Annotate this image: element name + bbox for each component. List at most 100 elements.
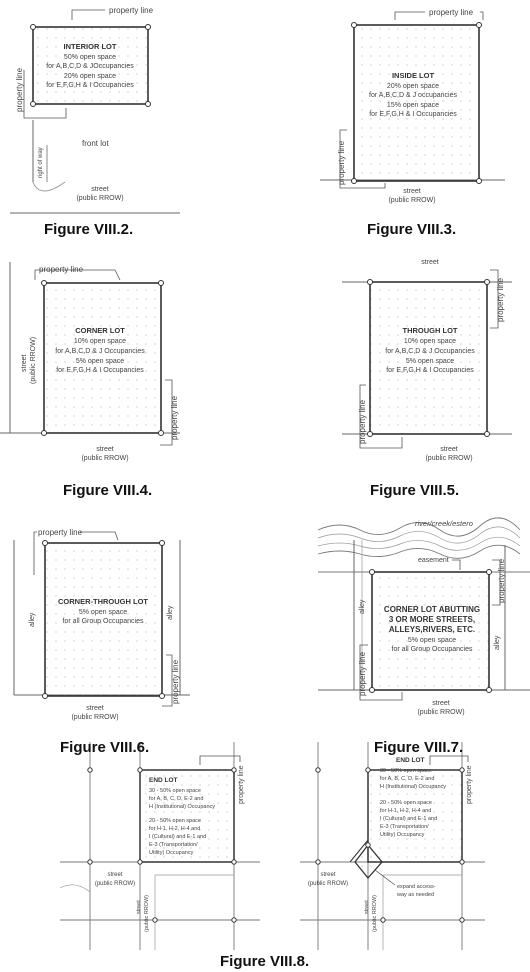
rrow-side-label: (public RROW) [144, 895, 150, 932]
lot-title: INSIDE LOT [392, 71, 435, 80]
figure-viii-5: street property line property line THROU… [342, 259, 512, 462]
rrow-label: (public RROW) [76, 195, 123, 202]
lot-line-4: for E,F,G,H & I Occupancies [56, 367, 144, 374]
lot-line-1: 10% open space [404, 338, 456, 345]
end-lot-title: END LOT [396, 757, 425, 764]
end-lot-a2: for A, B, C, D, E-2 and [380, 776, 434, 782]
rrow-label: (public RROW) [81, 455, 128, 462]
river-edge [317, 517, 521, 537]
rrow-label: (public RROW) [71, 714, 118, 721]
caption-figure-viii-5: Figure VIII.5. [370, 482, 460, 499]
expand-accessway-label-1: expand access- [397, 884, 436, 890]
end-lot-b2: for H-1, H-2, H-4 and [380, 808, 431, 814]
property-line-label-left: property line [358, 399, 367, 444]
end-lot-b5: Utility) Occupancy [149, 850, 194, 856]
alley-right-label: alley [167, 605, 174, 620]
lot-line-1: 5% open space [408, 637, 456, 644]
lot-line-3: 20% open space [64, 73, 116, 80]
end-lot-b1: 20 - 50% open space [380, 800, 432, 806]
caption-figure-viii-7: Figure VIII.7. [374, 739, 464, 756]
property-line-label: property line [429, 8, 474, 17]
caption-figure-viii-8: Figure VIII.8. [220, 953, 310, 970]
street-label: street [86, 705, 104, 712]
lot-line-1: 20% open space [387, 83, 439, 90]
corner-lot [43, 282, 162, 434]
front-lot-label: front lot [82, 139, 109, 148]
property-line-label-right: property line [496, 277, 505, 322]
figure-viii-8-left: property line END LOT 30 - 50% open spac… [59, 742, 260, 950]
figure-viii-8-right: property line END LOT 30 - 50% open spac… [300, 742, 485, 950]
street-label: street [91, 186, 109, 193]
lot-title-2: 3 OR MORE STREETS, [389, 615, 475, 624]
lot-title: CORNER LOT [75, 326, 125, 335]
alley-left-label: alley [29, 612, 36, 627]
caption-figure-viii-3: Figure VIII.3. [367, 221, 457, 238]
street-side-label: street [21, 354, 28, 372]
property-line-label-left: property line [358, 651, 367, 696]
street-label: street [432, 700, 450, 707]
easement-label: easement [418, 557, 449, 564]
property-line-label: property line [238, 765, 245, 804]
street-label: street [96, 446, 114, 453]
end-lot-a3: H (Institutional) Occupancy [380, 784, 446, 790]
end-lot-a3: H (Institutional) Occupancy [149, 804, 215, 810]
rrow-side-label: (public RROW) [30, 337, 37, 384]
end-lot-a2: for A, B, C, D, E-2 and [149, 796, 203, 802]
property-line-label: property line [39, 265, 84, 274]
caption-figure-viii-2: Figure VIII.2. [44, 221, 134, 238]
property-line-label-right: property line [497, 558, 506, 603]
end-lot-b2: for H-1, H-2, H-4 and [149, 826, 200, 832]
lot-line-3: 5% open space [406, 358, 454, 365]
expanded-accessway [354, 843, 383, 880]
figure-viii-6: property line property line alley alley … [13, 528, 190, 721]
property-line-label-right: property line [171, 659, 180, 704]
end-lot-left [139, 769, 235, 863]
rrow-label: (public RROW) [95, 881, 135, 887]
lot-title: THROUGH LOT [403, 326, 458, 335]
figure-viii-7: river/creek/estero easement alley alley … [317, 517, 530, 716]
rrow-label: (public RROW) [425, 455, 472, 462]
caption-figure-viii-6: Figure VIII.6. [60, 739, 150, 756]
lot-line-2: for A,B,C,D & J Occupancies [385, 348, 475, 355]
lot-line-3: 5% open space [76, 358, 124, 365]
river-label: river/creek/estero [415, 519, 473, 528]
lot-line-4: for E,F,G,H & I Occupancies [46, 82, 134, 89]
through-lot [369, 281, 488, 435]
lot-title: CORNER-THROUGH LOT [58, 597, 148, 606]
end-lot-b4: E-3 (Transportation/ [149, 842, 198, 848]
lot-line-3: 15% open space [387, 102, 439, 109]
street-top-label: street [421, 259, 439, 266]
lot-line-2: for all Group Occupancies [392, 646, 473, 653]
interior-lot [32, 26, 149, 105]
street-label: street [107, 872, 122, 878]
lot-line-1: 5% open space [79, 609, 127, 616]
street-side-label: street [364, 900, 370, 914]
figure-viii-3: property line property line INSIDE LOT 2… [320, 8, 505, 204]
figure-viii-2: property line property line INTERIOR LOT… [10, 6, 180, 214]
lot-line-1: 10% open space [74, 338, 126, 345]
property-line-label-left: property line [337, 140, 346, 185]
rrow-label: (public RROW) [308, 881, 348, 887]
alley-left-label: alley [359, 599, 366, 614]
corner-lot-abutting [371, 571, 490, 691]
property-line-label-left: property line [15, 67, 24, 112]
lot-line-2: for A,B,C,D & J occupancies [369, 92, 457, 99]
caption-figure-viii-4: Figure VIII.4. [63, 482, 153, 499]
rrow-label: (public RROW) [417, 709, 464, 716]
end-lot-b3: I (Cultural) and E-1 and [380, 816, 437, 822]
corner-through-lot [44, 542, 163, 697]
street-label: street [440, 446, 458, 453]
property-line-label-right: property line [170, 395, 179, 440]
property-line-label: property line [38, 528, 83, 537]
end-lot-b4: E-3 (Transportation/ [380, 824, 429, 830]
end-lot-right [367, 769, 463, 863]
rrow-label: (public RROW) [388, 197, 435, 204]
end-lot-a1: 30 - 50% open space [149, 788, 201, 794]
lot-title: INTERIOR LOT [64, 42, 117, 51]
lot-line-4: for E,F,G,H & I Occupancies [386, 367, 474, 374]
lot-line-2: for all Group Occupancies [63, 618, 144, 625]
alley-right-label: alley [494, 635, 501, 650]
street-label: street [403, 188, 421, 195]
inside-lot [353, 24, 480, 182]
